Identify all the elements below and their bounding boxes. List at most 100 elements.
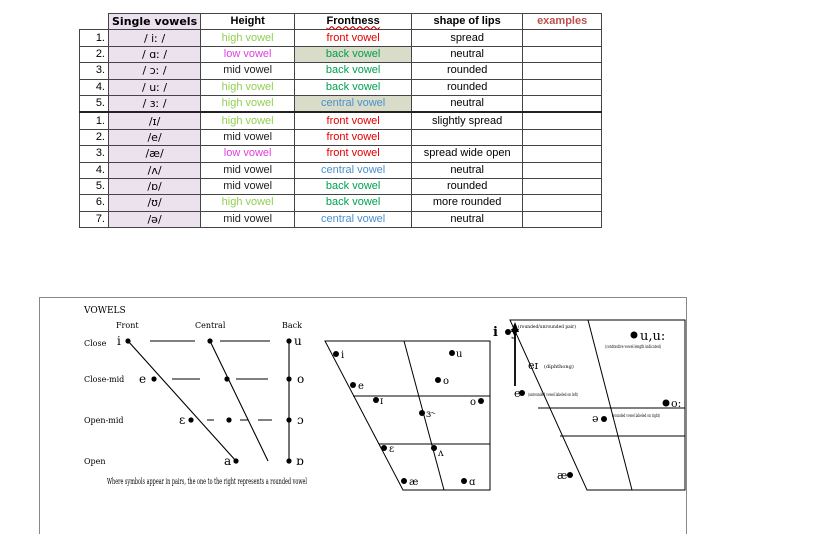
row-open-label: Open bbox=[84, 457, 106, 466]
examples-cell bbox=[522, 78, 603, 96]
c3-vowel-y: y bbox=[510, 325, 519, 340]
c2-vowel-er: ɜ˞ bbox=[426, 409, 436, 420]
frontness-cell: back vowel bbox=[294, 62, 413, 80]
c2-vowel-epsilon: ɛ bbox=[389, 444, 394, 455]
row-number: 5. bbox=[79, 177, 109, 196]
ipa-vowel-chart: VOWELS Front Central Back Close Close-mi… bbox=[83, 306, 307, 486]
lips-cell bbox=[411, 128, 524, 147]
corner-cell bbox=[79, 13, 109, 31]
vowel-symbol: / ɜː / bbox=[107, 94, 202, 113]
c2-vowel-i: i bbox=[341, 350, 344, 361]
examples-cell bbox=[522, 128, 603, 147]
examples-cell bbox=[522, 210, 603, 229]
row-openmid-label: Open-mid bbox=[84, 416, 124, 425]
height-cell: high vowel bbox=[200, 29, 296, 47]
c2-vowel-e: e bbox=[358, 381, 364, 392]
row-number: 2. bbox=[79, 45, 109, 64]
vowel-open-o: ɔ bbox=[297, 413, 304, 427]
c3-vowel-e: e bbox=[514, 387, 521, 400]
vowel-charts-svg: VOWELS Front Central Back Close Close-mi… bbox=[83, 306, 686, 491]
lips-cell: neutral bbox=[411, 45, 524, 64]
frontness-cell: back vowel bbox=[294, 194, 413, 212]
examples-cell bbox=[522, 111, 603, 130]
header-examples: examples bbox=[522, 12, 603, 31]
c3-rounded-note: (rounded vowel labeled on right) bbox=[612, 412, 660, 419]
chart1-title: VOWELS bbox=[83, 306, 126, 316]
c3-diphthong-note: (diphthong) bbox=[544, 363, 574, 370]
examples-cell bbox=[522, 94, 603, 113]
vowel-symbol: /ɪ/ bbox=[107, 111, 202, 130]
header-height: Height bbox=[200, 12, 296, 31]
examples-cell bbox=[522, 161, 603, 179]
frontness-cell: back vowel bbox=[294, 45, 413, 64]
vowel-epsilon: ɛ bbox=[179, 413, 185, 427]
c2-vowel-o: o bbox=[443, 376, 449, 387]
lips-cell: rounded bbox=[411, 177, 524, 196]
frontness-cell: central vowel bbox=[294, 210, 413, 229]
c3-pair-note: (rounded/unrounded pair) bbox=[518, 323, 576, 330]
lips-cell: neutral bbox=[411, 94, 524, 113]
vowel-symbol: / ɑː / bbox=[107, 45, 202, 64]
c2-vowel-oe: o bbox=[470, 397, 476, 408]
vowel-a: a bbox=[224, 454, 231, 468]
height-cell: low vowel bbox=[200, 45, 296, 64]
height-cell: high vowel bbox=[200, 78, 296, 96]
height-cell: low vowel bbox=[200, 145, 296, 163]
vowel-symbol: /e/ bbox=[107, 128, 202, 147]
vowel-u: u bbox=[294, 334, 302, 348]
examples-cell bbox=[522, 194, 603, 212]
c3-vowel-uu: u,u: bbox=[640, 329, 665, 344]
row-number: 4. bbox=[79, 78, 109, 96]
height-cell: mid vowel bbox=[200, 161, 296, 179]
c3-length-note: (contrastive vowel length indicated) bbox=[605, 343, 661, 350]
height-cell: mid vowel bbox=[200, 177, 296, 196]
height-cell: high vowel bbox=[200, 111, 296, 130]
header-frontness: Frontness bbox=[294, 12, 413, 31]
header-single-vowels: Single vowels bbox=[107, 12, 202, 31]
lips-cell: neutral bbox=[411, 161, 524, 179]
lips-cell: spread wide open bbox=[411, 145, 524, 163]
vowel-symbol: /ʊ/ bbox=[107, 194, 202, 212]
col-front-label: Front bbox=[116, 321, 139, 330]
examples-cell bbox=[522, 177, 603, 196]
row-number: 1. bbox=[79, 111, 109, 130]
frontness-cell: front vowel bbox=[294, 128, 413, 147]
frontness-cell: front vowel bbox=[294, 29, 413, 47]
vowel-e: e bbox=[139, 372, 146, 386]
height-cell: mid vowel bbox=[200, 210, 296, 229]
lips-cell: spread bbox=[411, 29, 524, 47]
frontness-cell: front vowel bbox=[294, 111, 413, 130]
c2-vowel-small-i: ɪ bbox=[380, 396, 383, 407]
c2-vowel-alpha: ɑ bbox=[469, 477, 476, 488]
col-back-label: Back bbox=[282, 321, 302, 330]
c3-diphthong-ei: eɪ bbox=[528, 359, 539, 372]
height-cell: mid vowel bbox=[200, 62, 296, 80]
row-number: 3. bbox=[79, 145, 109, 163]
vowel-symbol: /ʌ/ bbox=[107, 161, 202, 179]
frontness-cell: back vowel bbox=[294, 78, 413, 96]
frontness-cell: back vowel bbox=[294, 177, 413, 196]
chart1-caption-line1: Where symbols appear in pairs, the one t… bbox=[107, 477, 307, 486]
row-closemid-label: Close-mid bbox=[84, 375, 124, 384]
row-number: 1. bbox=[79, 29, 109, 47]
vowel-symbol: /æ/ bbox=[107, 145, 202, 163]
vowel-turned-alpha: ɒ bbox=[296, 454, 304, 468]
row-number: 5. bbox=[79, 94, 109, 113]
vowel-table: Single vowels Height Frontness shape of … bbox=[79, 12, 603, 229]
vowel-i: i bbox=[117, 334, 121, 348]
vowel-symbol: /ə/ bbox=[107, 210, 202, 229]
examples-cell bbox=[522, 62, 603, 80]
c2-vowel-u: u bbox=[456, 349, 463, 360]
c3-vowel-ae: æ bbox=[557, 469, 567, 482]
